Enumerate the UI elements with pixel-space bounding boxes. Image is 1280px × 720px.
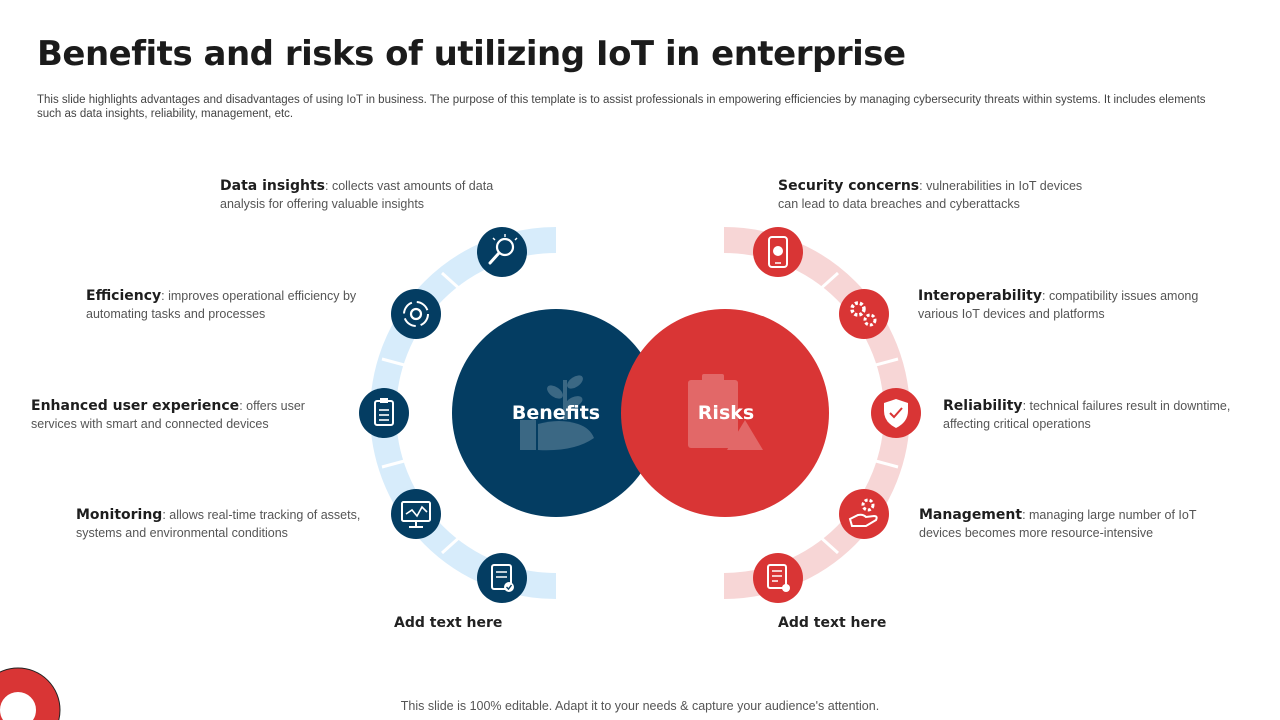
corner-ring-decoration <box>0 668 60 720</box>
risks-label: Risks <box>698 402 754 424</box>
risk-name: Interoperability <box>918 288 1042 304</box>
shield-check-icon <box>871 388 921 438</box>
benefit-name: Monitoring <box>76 507 163 523</box>
benefit-desc: : allows real-time tracking of assets, s… <box>76 508 361 540</box>
clipboard-warning-watermark-icon <box>688 374 763 450</box>
benefits-add-text[interactable]: Add text here <box>394 615 503 631</box>
risk-item-interoperability: Interoperability: compatibility issues a… <box>918 287 1218 323</box>
gears-icon <box>839 289 889 339</box>
hand-plant-watermark-icon <box>520 375 594 451</box>
risk-desc: : vulnerabilities in IoT devices can lea… <box>778 179 1083 211</box>
lightbulb-magnifier-icon <box>477 227 527 277</box>
risk-item-management: Management: managing large number of IoT… <box>919 506 1219 542</box>
benefit-item-monitoring: Monitoring: allows real-time tracking of… <box>76 506 386 542</box>
phone-alert-icon <box>753 227 803 277</box>
risk-desc: : managing large number of IoT devices b… <box>919 508 1197 540</box>
benefits-label: Benefits <box>512 402 600 424</box>
footer-note: This slide is 100% editable. Adapt it to… <box>400 699 880 713</box>
benefit-name: Data insights <box>220 178 325 194</box>
risk-item-security-concerns: Security concerns: vulnerabilities in Io… <box>778 177 1098 213</box>
risk-name: Reliability <box>943 398 1023 414</box>
benefit-name: Enhanced user experience <box>31 398 240 414</box>
benefit-item-efficiency: Efficiency: improves operational efficie… <box>86 287 371 323</box>
page-title: Benefits and risks of utilizing IoT in e… <box>37 34 906 74</box>
risk-desc: : compatibility issues among various IoT… <box>918 289 1199 321</box>
hand-gear-icon <box>839 489 889 539</box>
benefit-item-enhanced-user-experience: Enhanced user experience: offers user se… <box>31 397 316 433</box>
risk-name: Management <box>919 507 1023 523</box>
benefit-desc: : improves operational efficiency by aut… <box>86 289 357 321</box>
risk-item-reliability: Reliability: technical failures result i… <box>943 397 1243 433</box>
risks-add-text[interactable]: Add text here <box>778 615 887 631</box>
page-subtitle: This slide highlights advantages and dis… <box>37 94 1206 120</box>
benefit-item-data-insights: Data insights: collects vast amounts of … <box>220 177 510 213</box>
benefit-desc: : offers user services with smart and co… <box>31 399 305 431</box>
risk-desc: : technical failures result in downtime,… <box>943 399 1231 431</box>
benefit-desc: : collects vast amounts of data analysis… <box>220 179 494 211</box>
benefit-name: Efficiency <box>86 288 162 304</box>
risks-circle <box>621 309 829 517</box>
benefits-circle <box>452 309 660 517</box>
gear-cycle-icon <box>391 289 441 339</box>
clipboard-icon <box>359 388 409 438</box>
checklist-icon <box>477 553 527 603</box>
report-gear-icon <box>753 553 803 603</box>
risk-name: Security concerns <box>778 178 920 194</box>
monitor-chart-icon <box>391 489 441 539</box>
